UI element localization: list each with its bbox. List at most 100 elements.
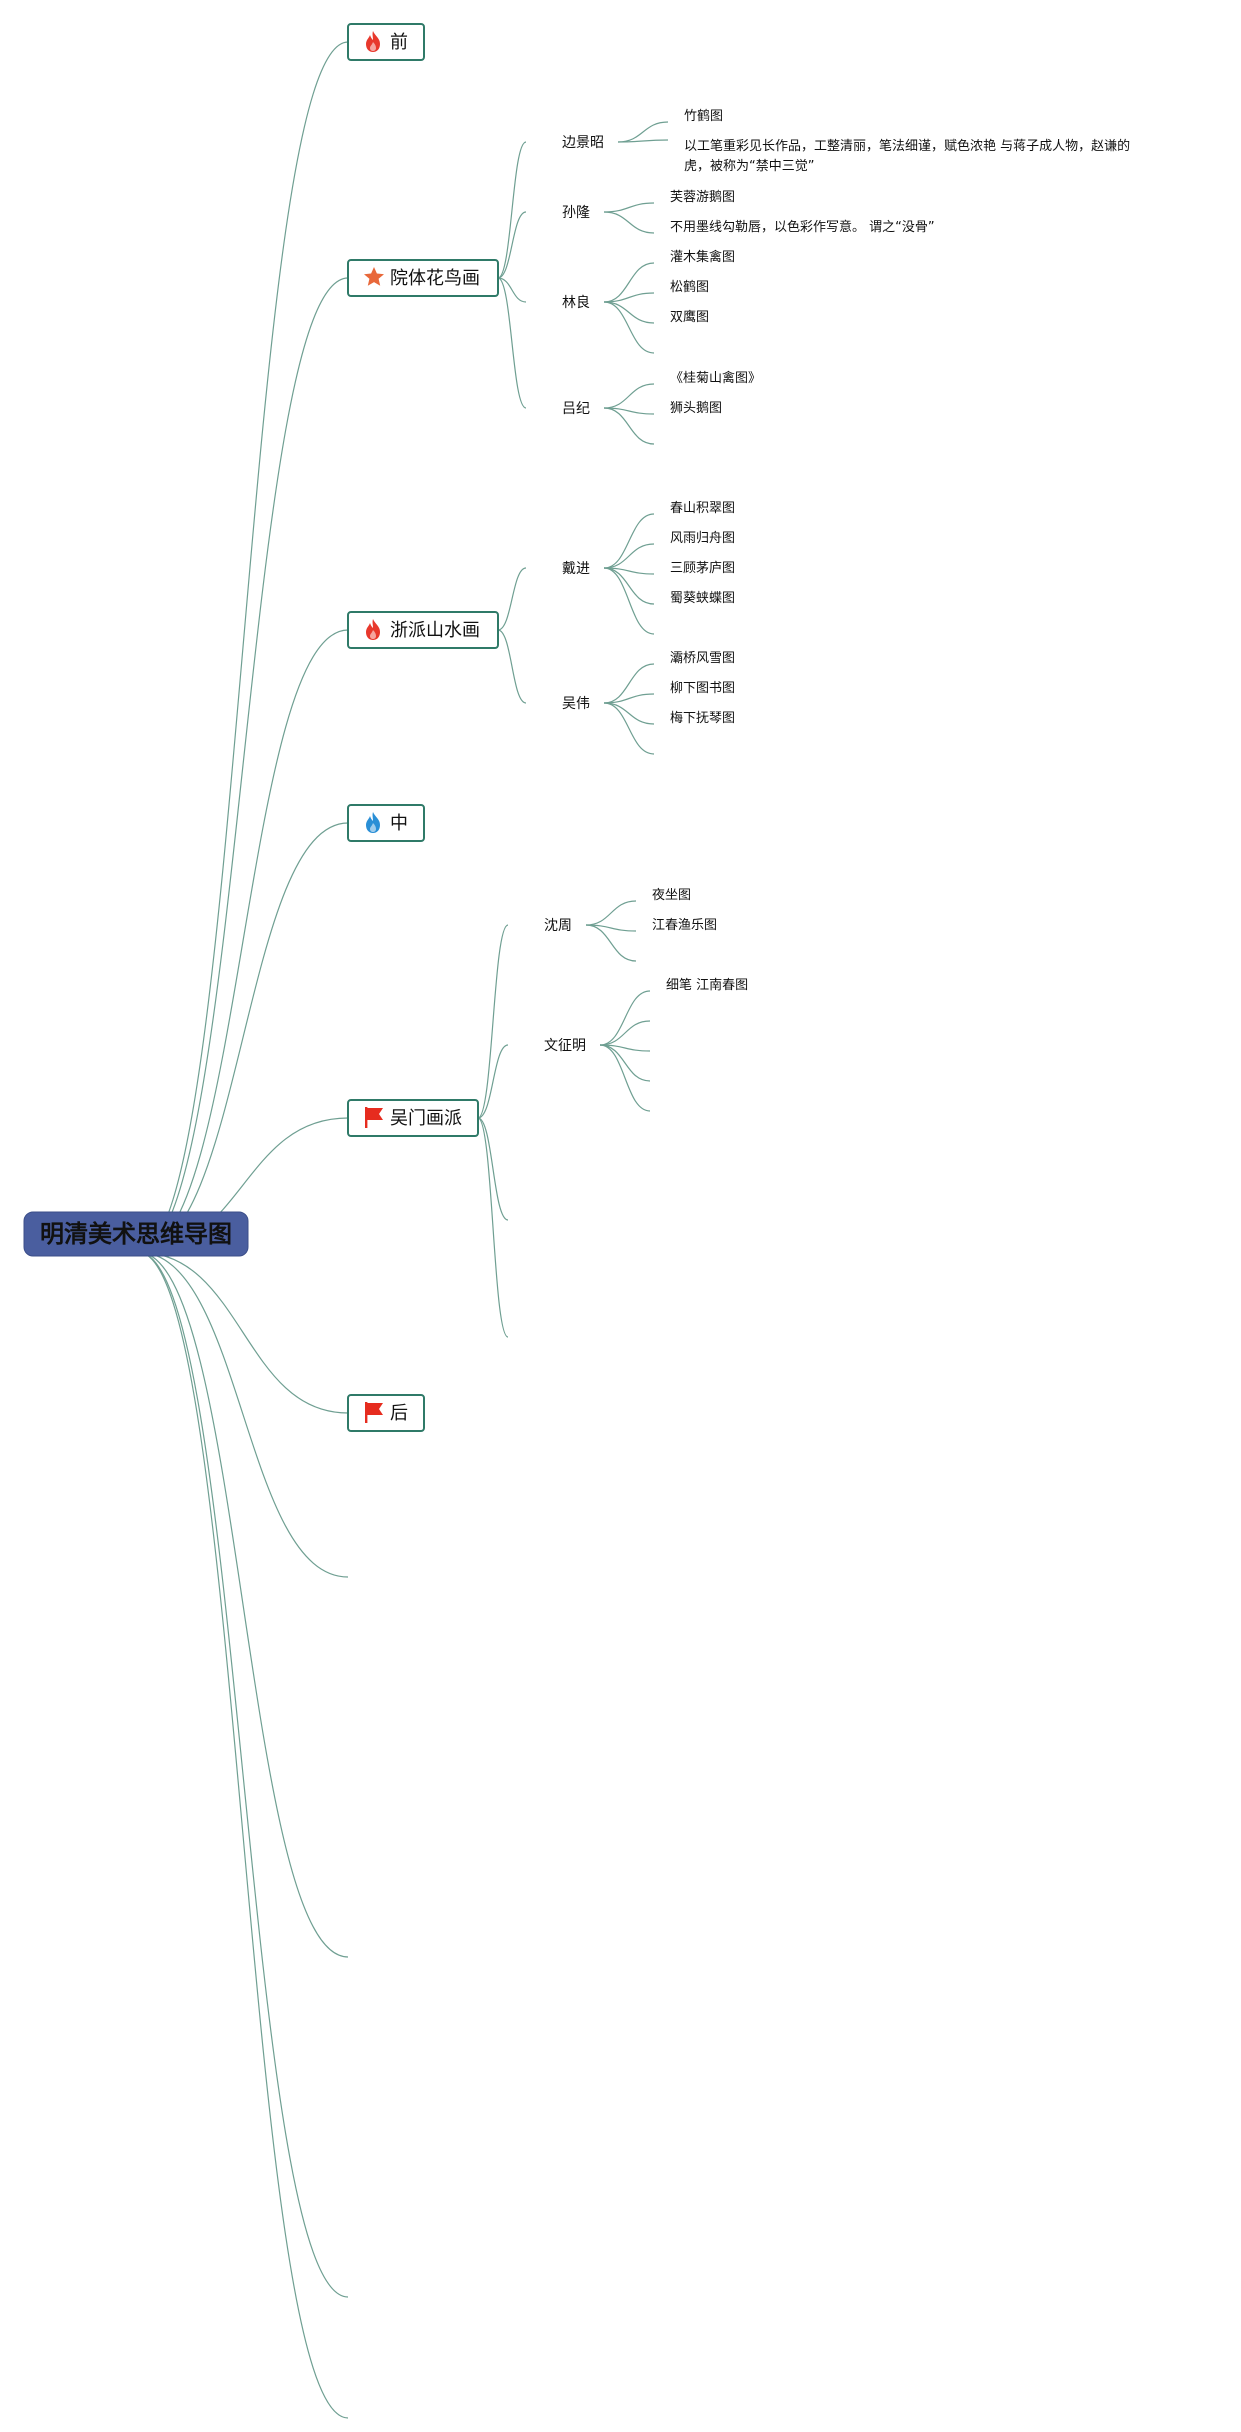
topic-node[interactable]: 边景昭 [562, 135, 604, 151]
leaf-node[interactable]: 蜀葵蛱蝶图 [670, 591, 735, 606]
leaf-label: 以工笔重彩见长作品，工整清丽，笔法细谨，赋色浓艳 与蒋子成人物，赵谦的 [684, 138, 1130, 154]
edge-topic-to-leaf [603, 202, 655, 213]
leaf-node[interactable]: 以工笔重彩见长作品，工整清丽，笔法细谨，赋色浓艳 与蒋子成人物，赵谦的虎，被称为… [684, 138, 1130, 174]
edge-branch-to-topic [497, 629, 527, 704]
leaf-label: 灌木集禽图 [670, 249, 735, 265]
leaf-node[interactable]: 不用墨线勾勒唇，以色彩作写意。 谓之“没骨” [670, 219, 935, 235]
leaf-label: 梅下抚琴图 [670, 711, 735, 726]
leaf-label: 虎，被称为“禁中三觉” [684, 159, 814, 174]
leaf-label: 江春渔乐图 [652, 918, 717, 933]
topic-label: 孙隆 [562, 205, 590, 221]
edge-topic-to-leaf [603, 292, 655, 303]
leaf-label: 柳下图书图 [670, 681, 735, 696]
topic-label: 边景昭 [562, 135, 604, 151]
leaf-node[interactable]: 芙蓉游鹅图 [670, 189, 735, 205]
leaf-node[interactable]: 狮头鹅图 [670, 400, 722, 416]
edge-root-to-branch [137, 41, 349, 1253]
branch-label: 中 [390, 813, 408, 834]
flag-icon [365, 1107, 383, 1128]
edge-root-to-branch [137, 1251, 349, 1414]
edge-topic-to-leaf [617, 139, 669, 143]
leaf-label: 风雨归舟图 [670, 531, 735, 546]
leaf-label: 细笔 江南春图 [666, 977, 748, 993]
leaf-node[interactable]: 江春渔乐图 [652, 918, 717, 933]
edge-topic-to-leaf [585, 900, 637, 926]
leaf-label: 灞桥风雪图 [670, 651, 735, 666]
edge-topic-to-leaf [603, 567, 655, 635]
edge-root-to-branch [137, 629, 349, 1253]
edge-topic-to-leaf [603, 301, 655, 354]
leaf-label: 芙蓉游鹅图 [670, 189, 735, 205]
leaf-node[interactable]: 灞桥风雪图 [670, 651, 735, 666]
connector-layer [137, 41, 669, 2419]
root-node[interactable]: 明清美术思维导图 [23, 1211, 249, 1257]
edge-branch-to-topic [497, 141, 527, 279]
branch-label: 后 [390, 1403, 408, 1424]
edge-topic-to-leaf [603, 211, 655, 234]
leaf-node[interactable]: 双鹰图 [670, 309, 709, 325]
edge-branch-to-topic [497, 277, 527, 409]
leaf-node[interactable]: 松鹤图 [670, 279, 709, 295]
leaf-node[interactable]: 三顾茅庐图 [670, 561, 735, 576]
leaf-label: 夜坐图 [652, 888, 691, 903]
branch-node[interactable]: 院体花鸟画 [347, 259, 499, 297]
leaf-label: 《桂菊山禽图》 [670, 370, 761, 386]
leaf-label: 蜀葵蛱蝶图 [670, 591, 735, 606]
edge-root-to-branch [137, 1251, 349, 2298]
leaf-node[interactable]: 竹鹤图 [684, 108, 723, 124]
topic-node[interactable]: 孙隆 [562, 205, 590, 221]
edge-branch-to-topic [477, 1117, 509, 1221]
fire-blue-icon [366, 812, 380, 833]
branch-node[interactable]: 中 [347, 804, 425, 842]
topic-node[interactable]: 戴进 [562, 561, 590, 577]
edge-root-to-branch [137, 1251, 349, 2419]
branch-label: 前 [390, 32, 408, 53]
edge-topic-to-leaf [603, 301, 655, 324]
leaf-node[interactable]: 风雨归舟图 [670, 531, 735, 546]
topic-label: 文征明 [544, 1038, 586, 1054]
topic-label: 吕纪 [562, 401, 590, 417]
root-title: 明清美术思维导图 [40, 1220, 232, 1248]
edge-root-to-branch [137, 1251, 349, 1578]
edge-branch-to-topic [477, 1117, 509, 1338]
leaf-node[interactable]: 《桂菊山禽图》 [670, 370, 761, 386]
fire-red-icon [366, 619, 380, 640]
leaf-label: 双鹰图 [670, 309, 709, 325]
leaf-label: 狮头鹅图 [670, 400, 722, 416]
edge-branch-to-topic [497, 211, 527, 279]
leaf-node[interactable]: 春山积翠图 [670, 501, 735, 516]
edge-root-to-branch [137, 277, 349, 1253]
edge-topic-to-leaf [603, 702, 655, 725]
leaf-node[interactable]: 灌木集禽图 [670, 249, 735, 265]
leaf-node[interactable]: 柳下图书图 [670, 681, 735, 696]
topic-node[interactable]: 林良 [562, 295, 590, 311]
branch-node[interactable]: 浙派山水画 [347, 611, 499, 649]
branch-label: 浙派山水画 [390, 620, 480, 641]
topic-label: 吴伟 [562, 696, 590, 712]
leaf-node[interactable]: 夜坐图 [652, 888, 691, 903]
edge-topic-to-leaf [603, 383, 655, 409]
topic-node[interactable]: 吴伟 [562, 696, 590, 712]
edge-topic-to-leaf [603, 567, 655, 605]
edge-topic-to-leaf [599, 990, 651, 1046]
flag-icon [365, 1402, 383, 1423]
topic-node[interactable]: 沈周 [544, 918, 572, 934]
leaf-node[interactable]: 梅下抚琴图 [670, 711, 735, 726]
edge-root-to-branch [137, 1251, 349, 1958]
topic-node[interactable]: 吕纪 [562, 401, 590, 417]
fire-red-icon [366, 31, 380, 52]
topic-label: 沈周 [544, 918, 572, 934]
leaf-label: 不用墨线勾勒唇，以色彩作写意。 谓之“没骨” [670, 219, 935, 235]
edge-topic-to-leaf [603, 262, 655, 303]
branch-node[interactable]: 前 [347, 23, 425, 61]
branch-node[interactable]: 后 [347, 1394, 425, 1432]
edge-topic-to-leaf [603, 693, 655, 704]
topic-node[interactable]: 文征明 [544, 1038, 586, 1054]
edge-topic-to-leaf [617, 121, 669, 143]
leaf-node[interactable]: 细笔 江南春图 [666, 977, 748, 993]
leaf-label: 竹鹤图 [684, 108, 723, 124]
edge-branch-to-topic [477, 924, 509, 1119]
edge-branch-to-topic [477, 1044, 509, 1119]
